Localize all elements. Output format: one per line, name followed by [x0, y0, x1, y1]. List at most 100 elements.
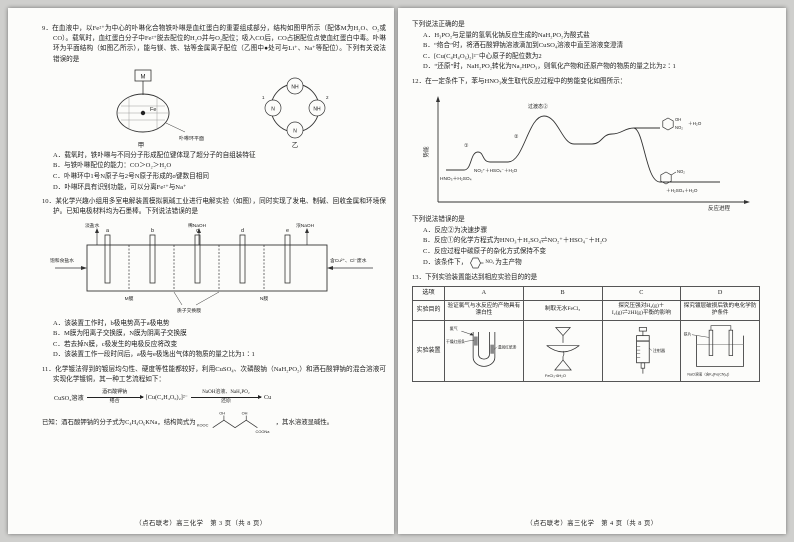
option-a: A．载氧时，铁卟啉与不同分子形成配位键体现了超分子的自组装特征: [53, 151, 256, 159]
known-text-pre: 已知：酒石酸钾钠的分子式为C₄H₄O₆KNa，结构简式为: [42, 418, 196, 426]
device-c-cell: 注射器: [601, 319, 682, 382]
exam-page-3: 9．在血液中，以Fe²⁺为中心的卟啉化合物铁卟啉是血红蛋白的重要组成部分，结构如…: [8, 8, 394, 534]
exam-page-4: 下列说法正确的是 A．H₃PO₂与足量的氢氧化钠反应生成的NaH₂PO₂为酸式盐…: [398, 8, 786, 534]
arrow-reagent: 酒石酸钾钠: [102, 390, 128, 396]
transition-state-label: 过渡态②: [528, 103, 548, 110]
products-label: ＋H₂SO₄＋H₂O: [666, 188, 698, 193]
nitrobenzene-structure: [470, 257, 484, 269]
question-12-lead: 下列说法错误的是: [412, 215, 465, 223]
question-10-stem: 10．某化学兴趣小组用多室电解装置模拟氯碱工业进行电解实验（如图），同时实现了发…: [42, 198, 386, 216]
option-b: B．“络合”时，将酒石酸钾钠溶液滴加到CuSO₄溶液中直至溶液变澄清: [423, 42, 624, 50]
header-option: 选项: [412, 286, 445, 301]
plane-annotation: 卟啉环平面: [179, 135, 204, 142]
electrolysis-cell-diagram: a b c d e 饱和食盐水 淡盐水 稀NaOH 浓NaOH 含Cu²⁺、Cl…: [50, 222, 373, 314]
option-d-substituent: NO₂: [485, 260, 495, 266]
question-10-options: A．该装置工作时，b极电势高于a极电势 B．M膜为阳离子交换膜，N膜为阴离子交换…: [42, 319, 386, 361]
option-d: D．卟啉环具有识别功能，可以分离Fe²⁺与Na⁺: [53, 183, 187, 191]
purpose-b: 制取无水FeCl₃: [522, 299, 603, 321]
option-d: D．该装置工作一段时间后，a极与e极逸出气体的物质的量之比为1∶1: [53, 351, 255, 359]
porphyrin-complex-diagram: M Fe 卟啉环平面 甲: [116, 69, 204, 148]
figure-label-jia: 甲: [138, 141, 145, 148]
known-text-post: ，其水溶液显碱性。: [275, 418, 334, 426]
device-d-cell: 铁片 NaCl溶液（含K₃[Fe(CN)₆]）: [680, 319, 760, 382]
electrode-d: d: [241, 228, 244, 234]
heating-apparatus: FeCl₃·6H₂O: [545, 326, 580, 378]
header-d: D: [680, 286, 760, 301]
question-9-stem: 9．在血液中，以Fe²⁺为中心的卟啉化合物铁卟啉是血红蛋白的重要组成部分，结构如…: [42, 25, 386, 63]
figure-q12: 势能 反应进程 HNO₃＋H₂SO₄ NO₂⁺＋HSO₄⁻＋H₂O ① ② 过渡…: [412, 90, 760, 212]
flow-intermediate: [Cu(C₄H₄O₆)₂]²⁻: [145, 393, 188, 401]
flask-content-label: FeCl₃·6H₂O: [545, 373, 566, 378]
iron-strip-label: 铁片: [684, 331, 692, 336]
n-label: N: [293, 128, 297, 134]
question-12-stem: 12．在一定条件下，苯与HNO₃发生取代反应过程中的势能变化如图所示：: [412, 77, 627, 85]
step-1-label: ①: [464, 143, 469, 149]
q11-known-info: 已知：酒石酸钾钠的分子式为C₄H₄O₆KNa，结构简式为 KOOC COONa …: [42, 408, 386, 438]
wet-paper-label: 湿润红纸条: [498, 344, 517, 349]
chlorine-gas-label: 氯气: [450, 325, 458, 331]
syringe-label: 注射器: [652, 347, 664, 353]
flow-arrow-complexation: 酒石酸钾钠 络合: [86, 390, 144, 405]
solution-label: NaCl溶液（含K₃[Fe(CN)₆]）: [688, 371, 732, 376]
iron-center-label: Fe: [150, 107, 156, 113]
arrow-step-name: 络合: [109, 398, 120, 404]
arrow-shaft: [190, 395, 262, 400]
reactants-label: HNO₃＋H₂SO₄: [440, 176, 472, 182]
oh-substituent-label: OH: [675, 117, 681, 122]
figure-q10: a b c d e 饱和食盐水 淡盐水 稀NaOH 浓NaOH 含Cu²⁺、Cl…: [42, 221, 386, 316]
header-b: B: [522, 286, 603, 301]
option-a: A．反应②为决速步骤: [423, 226, 488, 234]
q13-table: 选项 A B C D 实验目的 验证氯气与水反应的产物具有漂白性 制取无水FeC…: [412, 286, 760, 382]
question-11-stem: 11．化学镀法得到的镀层均匀性、硬度等性能都较好，利用CuSO₄、次磷酸钠（Na…: [42, 365, 386, 383]
header-a: A: [444, 286, 524, 301]
electrode-b: b: [151, 228, 154, 234]
membrane-n-label: N膜: [260, 295, 268, 302]
option-d-post: 为主产物: [495, 258, 522, 266]
option-d: D．该条件下， NO₂ 为主产物: [412, 257, 760, 269]
table-purpose-row: 实验目的 验证氯气与水反应的产物具有漂白性 制取无水FeCl₃ 探究压强对H₂(…: [412, 299, 760, 321]
page-footer: （点石联考）高三化学 第 3 页（共 8 页）: [135, 520, 267, 527]
electrode-c: c: [196, 228, 199, 234]
dilute-brine-out-label: 淡盐水: [85, 222, 100, 229]
header-c: C: [601, 286, 682, 301]
option-a: A．H₃PO₂与足量的氢氧化钠反应生成的NaH₂PO₂为酸式盐: [423, 31, 590, 39]
question-11-options: A．H₃PO₂与足量的氢氧化钠反应生成的NaH₂PO₂为酸式盐 B．“络合”时，…: [412, 31, 760, 73]
hydroxyl-label: OH: [219, 410, 225, 415]
flow-arrow-reduction: NaOH溶液、NaH₂PO₂ 还原: [190, 390, 262, 405]
y-axis-label: 势能: [422, 146, 430, 158]
flow-start: CuSO₄溶液: [54, 394, 84, 402]
waste-in-label: 含Cu²⁺、Cl⁻废水: [330, 257, 367, 264]
step-2-label: ②: [514, 134, 519, 140]
device-a-cell: 氯气 干燥红纸条 湿润红纸条: [444, 319, 524, 382]
option-d-pre: D．该条件下，: [423, 258, 468, 266]
figure-q9: M Fe 卟啉环平面 甲 NH N N NH 1 2 乙: [42, 68, 386, 148]
question-13-stem: 13．下列实验装置能达到相应实验目的的是: [412, 274, 538, 282]
ring-number-1: 1: [262, 95, 265, 100]
x-axis-label: 反应进程: [708, 204, 731, 212]
conc-naoh-out-label: 浓NaOH: [296, 222, 315, 229]
purpose-a: 验证氯气与水反应的产物具有漂白性: [444, 299, 524, 321]
no2-substituent-label: NO₂: [675, 125, 683, 130]
ligand-label: M: [141, 74, 146, 80]
carboxyl-na-label: COONa: [255, 429, 270, 434]
hydroxyl-label: OH: [241, 410, 247, 415]
q11-process-flow: CuSO₄溶液 酒石酸钾钠 络合 [Cu(C₄H₄O₆)₂]²⁻ NaOH溶液、…: [54, 390, 386, 405]
no2-substituent-label: NO₂: [677, 169, 685, 174]
u-tube-apparatus: 氯气 干燥红纸条 湿润红纸条: [446, 325, 517, 367]
table-header-row: 选项 A B C D: [412, 286, 760, 301]
electrode-e: e: [286, 228, 289, 234]
question-9-options: A．载氧时，铁卟啉与不同分子形成配位键体现了超分子的自组装特征 B．与铁卟啉配位…: [42, 151, 386, 193]
brine-in-label: 饱和食盐水: [50, 257, 74, 264]
option-a: A．该装置工作时，b极电势高于a极电势: [53, 319, 170, 327]
option-b: B．M膜为阳离子交换膜，N膜为阴离子交换膜: [53, 330, 187, 338]
electrochemical-cell-apparatus: 铁片 NaCl溶液（含K₃[Fe(CN)₆]）: [684, 325, 745, 376]
dilute-naoh-out-label: 稀NaOH: [188, 222, 207, 229]
arrow-reagent: NaOH溶液、NaH₂PO₂: [202, 390, 250, 396]
arrow-step-name: 还原: [220, 398, 231, 404]
purpose-row-label: 实验目的: [412, 299, 445, 321]
table-device-row: 实验装置 氯气 干燥红纸条 湿润红纸条: [412, 319, 760, 382]
option-c: C．卟啉环中1号N原子与2号N原子形成的σ键数目相同: [53, 172, 209, 180]
option-b: B．反应①的化学方程式为HNO₃＋H₂SO₄⇌NO₂⁺＋HSO₄⁻＋H₂O: [423, 237, 607, 245]
device-b-cell: FeCl₃·6H₂O: [522, 319, 603, 382]
device-row-label: 实验装置: [412, 319, 445, 382]
